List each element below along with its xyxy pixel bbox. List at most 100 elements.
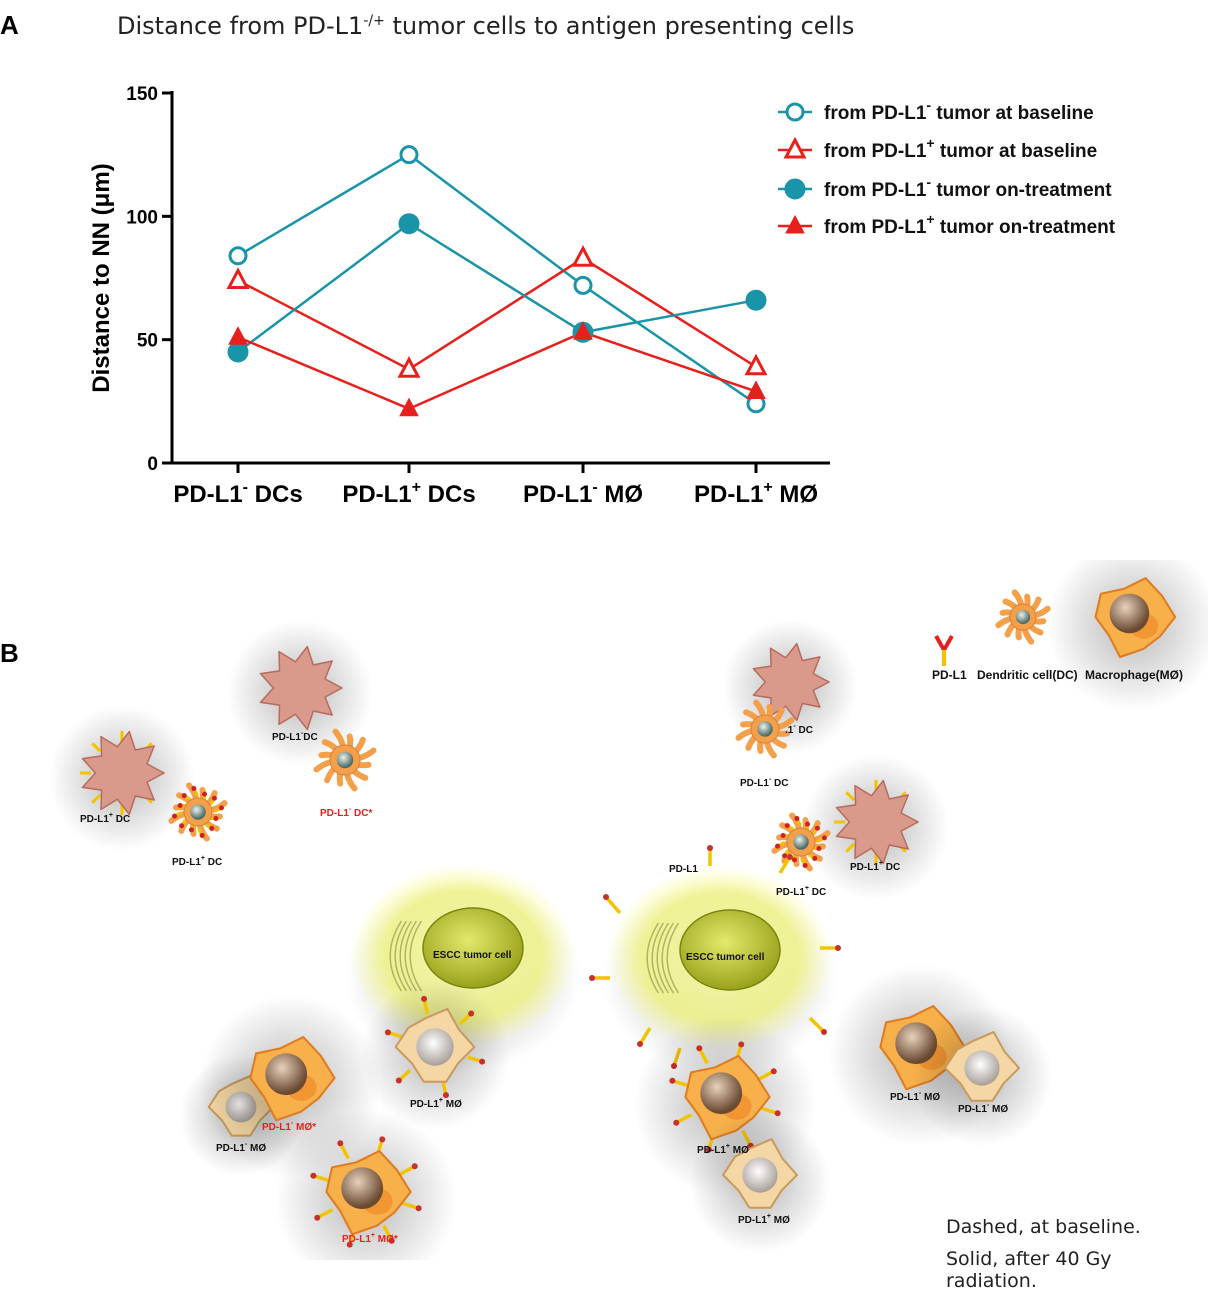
macrophage-nucleus: [700, 1072, 742, 1114]
x-tick-label: PD-L1- MØ: [523, 479, 643, 508]
pdl1-receptor-tip: [673, 1120, 679, 1126]
tumor-nucleus: [680, 910, 780, 990]
legend-label: from PD-L1+ tumor on-treatment: [824, 211, 1116, 238]
data-point: [400, 359, 418, 376]
pdl1-receptor-tip: [707, 845, 713, 851]
x-tick-label: PD-L1- DCs: [173, 479, 302, 508]
legend-label: from PD-L1- tumor on-treatment: [824, 174, 1112, 201]
legend-mo-label: Macrophage(MØ): [1085, 668, 1183, 682]
cell-label: PD-L1- MØ: [890, 1090, 940, 1103]
chart-legend: from PD-L1- tumor at baseline from PD-L1+…: [778, 97, 1116, 238]
data-point: [230, 248, 246, 264]
legend-label: from PD-L1- tumor at baseline: [824, 97, 1094, 124]
pdl1-receptor-tip: [771, 1068, 777, 1074]
cell-label: PD-L1+ DC: [80, 812, 130, 825]
dc-nucleus: [757, 721, 772, 736]
pdl1-receptor-tip: [479, 1059, 485, 1065]
macrophage-nucleus: [964, 1050, 999, 1085]
data-point: [786, 180, 804, 198]
cell-label: PD-L1- DC*: [320, 806, 372, 819]
dc-nucleus: [337, 752, 354, 769]
data-point: [229, 343, 247, 361]
pdl1-receptor-tip: [412, 1163, 418, 1169]
macrophage-nucleus: [416, 1028, 453, 1065]
tumor-pdl1-label: PD-L1: [669, 864, 698, 875]
cell-label: PD-L1- MØ: [958, 1102, 1008, 1115]
pdl1-receptor-tip: [738, 1041, 744, 1047]
tumor-label-left: ESCC tumor cell: [433, 950, 512, 961]
data-point: [786, 216, 804, 233]
y-tick-label: 150: [126, 84, 158, 105]
pdl1-receptor-tip: [603, 894, 609, 900]
pdl1-receptor-tip: [396, 1078, 402, 1084]
data-point: [401, 147, 417, 163]
legend-pdl1-icon: [936, 636, 952, 650]
legend-label: from PD-L1+ tumor at baseline: [824, 135, 1097, 162]
macrophage-nucleus: [341, 1167, 383, 1209]
cell-label: PD-L1- MØ*: [262, 1120, 316, 1133]
series-lines: [238, 155, 756, 409]
pdl1-receptor-tip: [696, 1045, 702, 1051]
data-point: [786, 140, 804, 157]
cell-label: PD-L1+ MØ*: [342, 1232, 398, 1245]
note-baseline: Dashed, at baseline.: [946, 1216, 1141, 1238]
pdl1-receptor-tip: [468, 1010, 474, 1016]
dc-nucleus: [190, 804, 205, 819]
pdl1-receptor-tip: [421, 996, 427, 1002]
data-point: [229, 327, 247, 344]
tumor-nucleus: [423, 908, 523, 988]
series-line: [238, 332, 756, 408]
pdl1-receptor-tip: [379, 1136, 385, 1142]
pdl1-receptor-tip: [310, 1173, 316, 1179]
cell-label: PD-L1+ DC: [172, 855, 222, 868]
pdl1-receptor-tip: [637, 1041, 643, 1047]
x-tick-label: PD-L1+ MØ: [694, 479, 818, 508]
cell-label: PD-L1+ MØ: [410, 1097, 462, 1110]
y-axis-label: Distance to NN (μm): [88, 163, 115, 392]
data-point: [400, 215, 418, 233]
macrophage-nucleus: [1110, 594, 1150, 634]
data-point: [575, 277, 591, 293]
y-tick-label: 50: [137, 331, 158, 352]
dc-nucleus: [793, 834, 808, 849]
pdl1-receptor-tip: [821, 1029, 827, 1035]
macrophage-nucleus: [265, 1053, 307, 1095]
cell-label: PD-L1- MØ: [216, 1141, 266, 1154]
pdl1-receptor-tip: [443, 1092, 449, 1098]
cell-label: PD-L1-DC: [272, 730, 318, 743]
y-tick-label: 0: [147, 454, 158, 475]
pdl1-receptor-tip: [669, 1078, 675, 1084]
tumor-label-right: ESCC tumor cell: [686, 952, 765, 963]
dc-nucleus: [1016, 610, 1030, 624]
pdl1-receptor: [606, 897, 620, 913]
legend-dc-label: Dendritic cell(DC): [977, 668, 1078, 682]
cell-label: .1- DC: [785, 723, 813, 736]
cell-diagram: PD-L1 Dendritic cell(DC) Macrophage(MØ) ESC…: [0, 560, 1208, 1260]
pdl1-receptor-tip: [589, 975, 595, 981]
pdl1-receptor-tip: [835, 945, 841, 951]
pdl1-receptor-tip: [314, 1215, 320, 1221]
y-tick-label: 100: [126, 207, 158, 228]
macrophage-nucleus: [742, 1157, 777, 1192]
cell-label: PD-L1+ DC: [850, 860, 900, 873]
pdl1-receptor-tip: [416, 1205, 422, 1211]
cell-label: PD-L1- DC: [740, 776, 788, 789]
data-point: [787, 104, 803, 120]
pdl1-receptor-tip: [337, 1140, 343, 1146]
pdl1-receptor-tip: [787, 854, 793, 860]
pdl1-receptor-tip: [385, 1029, 391, 1035]
dendritic-cell-solid: [774, 815, 827, 868]
legend-pdl1-label: PD-L1: [932, 668, 967, 682]
cell-label: PD-L1+ MØ: [738, 1213, 790, 1226]
series-line: [238, 224, 756, 352]
cell-label: PD-L1+ DC: [776, 885, 826, 898]
series-markers: [229, 147, 765, 416]
dendritic-cell-solid: [171, 785, 224, 838]
dendritic-cell-solid: [998, 592, 1047, 641]
data-point: [574, 248, 592, 265]
x-tick-label: PD-L1+ DCs: [342, 479, 475, 508]
cell-label: PD-L1+ MØ: [697, 1143, 749, 1156]
note-radiation: Solid, after 40 Gy radiation.: [946, 1248, 1208, 1292]
